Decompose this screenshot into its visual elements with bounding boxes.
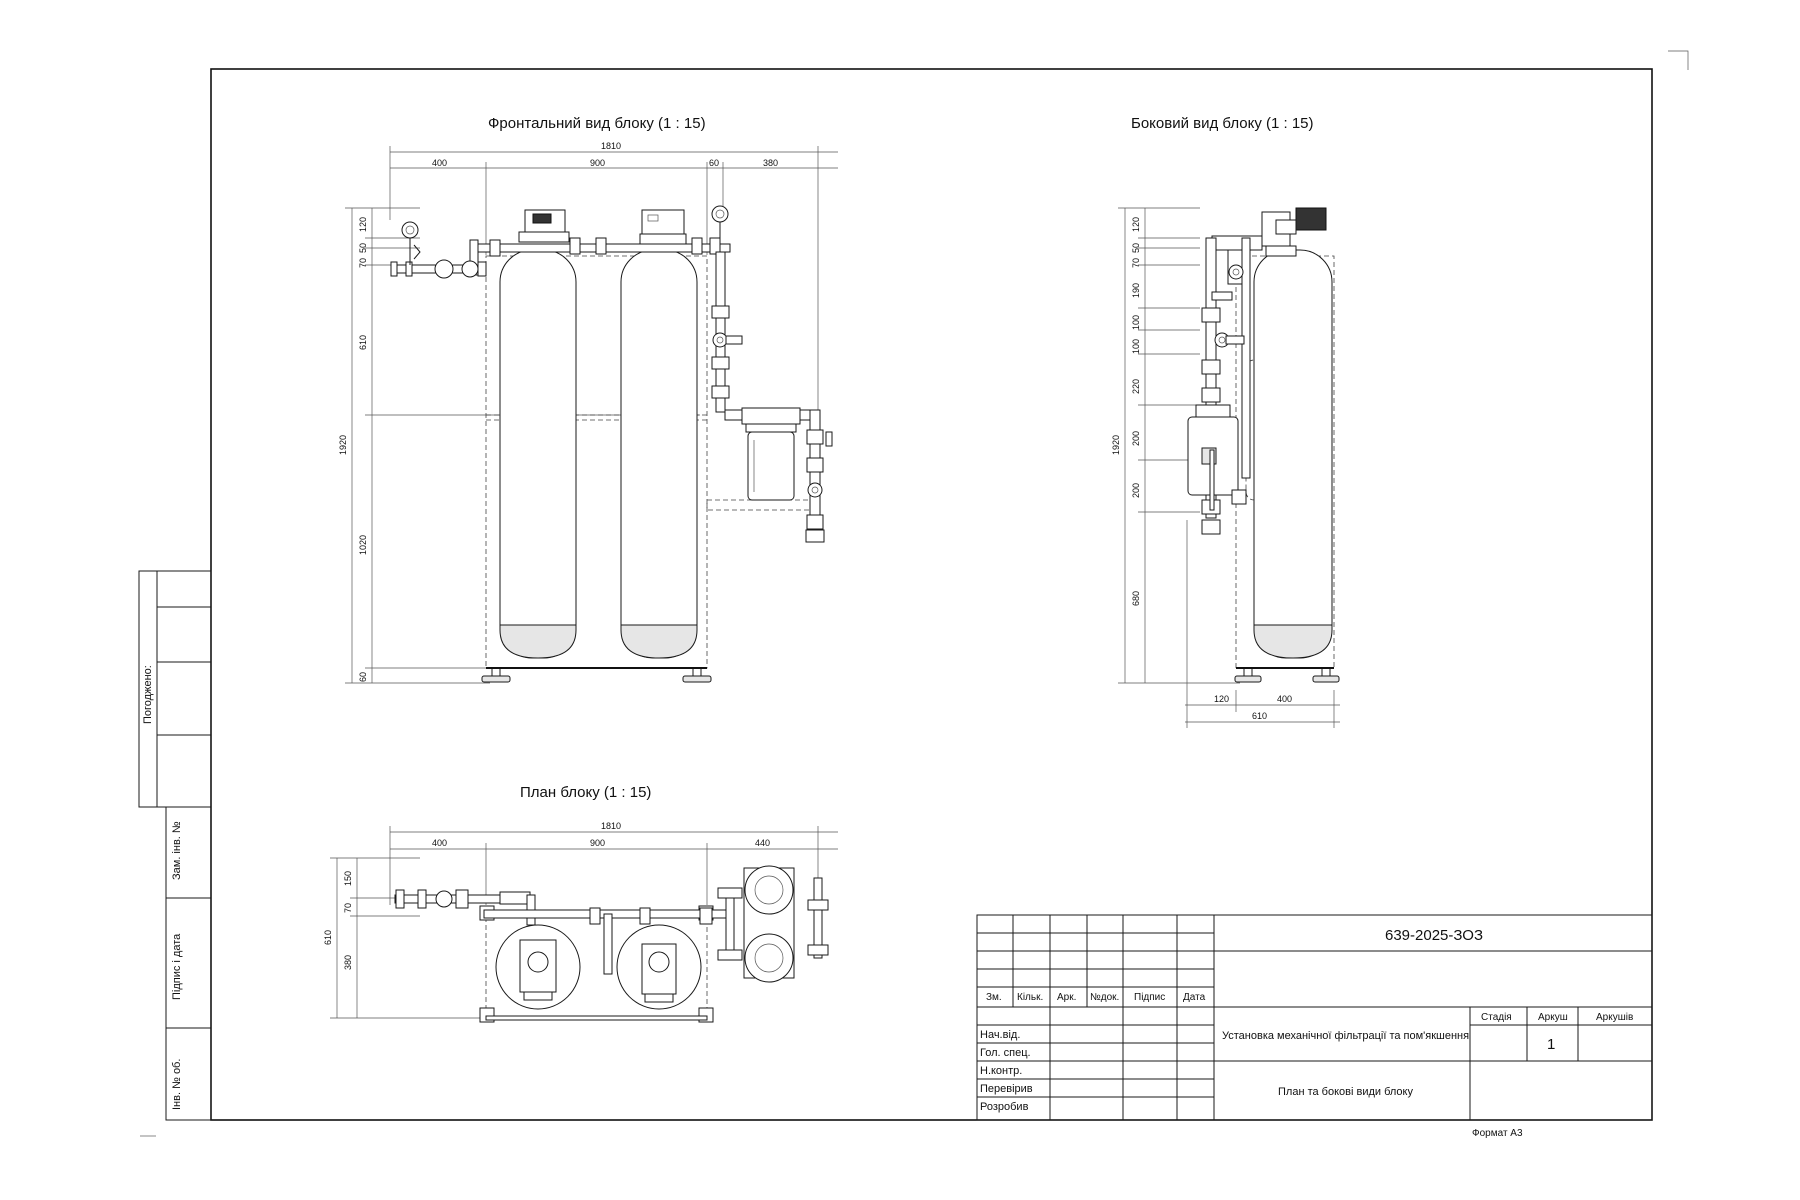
side-dim-100a: 100 [1131, 315, 1141, 330]
role-developed: Розробив [980, 1101, 1029, 1113]
plan-vessel-right [616, 924, 702, 1010]
front-dim-70: 70 [358, 258, 368, 268]
front-dim-60: 60 [709, 158, 719, 168]
front-dim-1920: 1920 [338, 435, 348, 455]
replaced-inv-label: Зам. інв. № [171, 821, 183, 880]
front-control-heads [518, 209, 687, 245]
plan-dim-total: 1810 [601, 821, 621, 831]
front-dim-900: 900 [590, 158, 605, 168]
plan-dim-380: 380 [343, 955, 353, 970]
side-dim-bottom-610: 610 [1252, 711, 1267, 721]
front-dim-610: 610 [358, 335, 368, 350]
col-doc: №док. [1090, 992, 1119, 1003]
project-name: Установка механічної фільтрації та пом'я… [1222, 1030, 1469, 1042]
side-dim-680: 680 [1131, 591, 1141, 606]
col-rev: Зм. [986, 992, 1002, 1003]
format-label: Формат А3 [1472, 1128, 1523, 1139]
plan-dim-440: 440 [755, 838, 770, 848]
plan-dim-610: 610 [323, 930, 333, 945]
front-dim-380: 380 [763, 158, 778, 168]
side-control-head [1261, 207, 1327, 257]
side-dim-200b: 200 [1131, 483, 1141, 498]
side-dim-200a: 200 [1131, 431, 1141, 446]
side-dims-bottom: 120 400 610 [1185, 520, 1340, 728]
side-dim-100b: 100 [1131, 339, 1141, 354]
col-sheet: Арк. [1057, 992, 1076, 1003]
front-dim-1020: 1020 [358, 535, 368, 555]
side-dim-bottom-120: 120 [1214, 694, 1229, 704]
role-chief-spec: Гол. спец. [980, 1047, 1031, 1059]
side-dim-50: 50 [1131, 243, 1141, 253]
side-vessel [1253, 249, 1333, 659]
plan-manifold [394, 887, 743, 975]
drawing-frame [210, 68, 1653, 1121]
plan-dim-70: 70 [343, 903, 353, 913]
side-dim-1920: 1920 [1111, 435, 1121, 455]
side-dim-120: 120 [1131, 217, 1141, 232]
inv-orig-label: Інв. № об. [171, 1059, 183, 1110]
side-dim-190: 190 [1131, 283, 1141, 298]
front-dim-60-bottom: 60 [358, 672, 368, 682]
plan-vessel-left [495, 924, 581, 1010]
sheet-corner-marks [140, 50, 1689, 1137]
col-sign: Підпис [1134, 992, 1165, 1003]
agreed-label: Погоджено: [142, 665, 154, 724]
sheets-label: Аркушів [1596, 1012, 1633, 1023]
col-date: Дата [1183, 992, 1206, 1003]
col-qty: Кільк. [1017, 992, 1043, 1003]
plan-view: План блоку (1 : 15) 1810 400 900 440 150… [323, 784, 838, 1023]
sheet-label: Аркуш [1538, 1012, 1568, 1023]
front-dim-total: 1810 [601, 141, 621, 151]
role-norm-control: Н.контр. [980, 1065, 1022, 1077]
plan-dim-150: 150 [343, 871, 353, 886]
title-block: Зм. Кільк. Арк. №док. Підпис Дата Нач.ві… [976, 914, 1653, 1139]
role-checked: Перевірив [980, 1083, 1033, 1095]
front-view: Фронтальний вид блоку (1 : 15) 1810 400 … [338, 115, 838, 684]
side-dim-220: 220 [1131, 379, 1141, 394]
stage-label: Стадія [1481, 1012, 1512, 1023]
side-piping [1187, 235, 1263, 535]
front-vessel-left [499, 249, 577, 659]
sheet-number: 1 [1547, 1036, 1555, 1053]
front-dim-400: 400 [432, 158, 447, 168]
plan-dims-left: 150 70 610 380 [323, 857, 490, 1019]
plan-dim-400: 400 [432, 838, 447, 848]
side-dim-bottom-400: 400 [1277, 694, 1292, 704]
doc-code: 639-2025-ЗОЗ [1385, 927, 1483, 944]
front-dim-50: 50 [358, 243, 368, 253]
plan-view-title: План блоку (1 : 15) [520, 784, 651, 801]
sign-date-label: Підпис і дата [171, 933, 183, 1000]
side-dims-left: 120 70 50 190 100 100 220 200 200 680 19… [1111, 207, 1240, 684]
role-head: Нач.від. [980, 1029, 1020, 1041]
front-dims-top: 1810 400 900 60 380 [389, 141, 838, 420]
plan-cartridge-filter [743, 865, 829, 983]
plan-dim-900: 900 [590, 838, 605, 848]
side-stamp: Погоджено: Зам. інв. № Підпис і дата Інв… [138, 570, 212, 1121]
side-view-title: Боковий вид блоку (1 : 15) [1131, 115, 1314, 132]
side-view: Боковий вид блоку (1 : 15) 120 70 50 190… [1111, 115, 1340, 728]
front-top-manifold [390, 205, 731, 279]
front-vessel-right [620, 249, 698, 659]
sheet-name: План та бокові види блоку [1278, 1086, 1413, 1098]
side-dim-70: 70 [1131, 258, 1141, 268]
front-dim-120: 120 [358, 217, 368, 232]
front-view-title: Фронтальний вид блоку (1 : 15) [488, 115, 706, 132]
front-cartridge-filter [741, 407, 801, 501]
